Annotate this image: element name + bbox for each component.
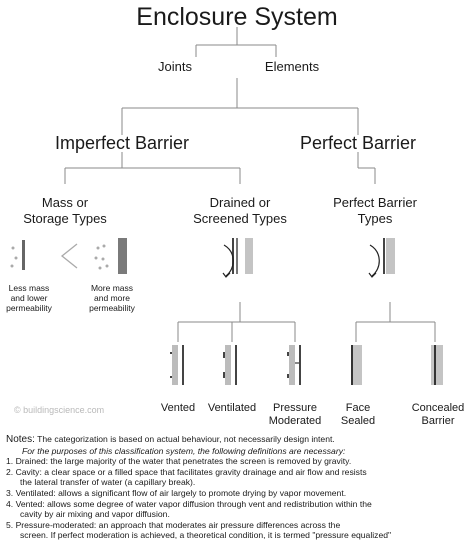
concealed-barrier-icon (431, 345, 443, 385)
notes-section: Notes: The categorization is based on ac… (6, 434, 470, 541)
mass-storage-illustration (10, 238, 127, 274)
ventilated-icon (223, 345, 237, 385)
perfect-barrier-illustration (368, 238, 395, 278)
drops-icon (10, 244, 109, 270)
note-item-line: 5. Pressure-moderated: an approach that … (6, 520, 470, 531)
less-mass-caption: Less mass and lower permeability (6, 283, 52, 313)
note-number: 4. (6, 498, 14, 509)
note-text: Drained: the large majority of the water… (15, 456, 352, 467)
joints-label: Joints (158, 59, 192, 74)
note-item-line: 4. Vented: allows some degree of water v… (6, 499, 470, 510)
perfect-barrier-heading: Perfect Barrier (299, 133, 417, 153)
perfect-barrier-types-heading: Perfect Barrier Types (333, 195, 417, 226)
drained-illustration (222, 238, 253, 278)
vented-label: Vented (160, 402, 196, 414)
less-than-icon (60, 243, 78, 269)
elements-label: Elements (264, 59, 320, 74)
thick-wall-icon (118, 238, 127, 274)
note-item-line: screen. If perfect moderation is achieve… (6, 530, 470, 541)
face-sealed-label: Face Sealed (340, 402, 376, 427)
imperfect-barrier-heading: Imperfect Barrier (54, 133, 190, 153)
face-sealed-icon (351, 345, 362, 385)
diagram-title: Enclosure System (136, 3, 338, 31)
vented-icon (170, 345, 184, 385)
watermark: © buildingscience.com (14, 405, 105, 415)
note-item-line: cavity by air mixing and vapor diffusion… (6, 509, 470, 520)
notes-label: Notes: (6, 434, 35, 445)
note-text: Vented: allows some degree of water vapo… (15, 498, 372, 509)
pressure-moderated-label: Pressure Moderated (268, 402, 322, 427)
drained-screened-types-heading: Drained or Screened Types (193, 195, 287, 226)
concealed-barrier-label: Concealed Barrier (411, 402, 465, 427)
thin-wall-icon (22, 240, 25, 270)
mass-storage-types-heading: Mass or Storage Types (23, 195, 107, 226)
ventilated-label: Ventilated (207, 402, 257, 414)
note-item-line: 3. Ventilated: allows a significant flow… (6, 488, 470, 499)
notes-list: 1. Drained: the large majority of the wa… (6, 456, 470, 541)
note-item-line: 1. Drained: the large majority of the wa… (6, 456, 470, 467)
note-text: Cavity: a clear space or a filled space … (15, 466, 367, 477)
note-text: the lateral transfer of water (a capilla… (20, 477, 196, 488)
note-item-line: 2. Cavity: a clear space or a filled spa… (6, 467, 470, 478)
note-text: screen. If perfect moderation is achieve… (20, 530, 392, 541)
more-mass-caption: More mass and more permeability (89, 283, 135, 313)
pressure-moderated-icon (287, 345, 301, 385)
note-number: 5. (6, 519, 14, 530)
note-text: cavity by air mixing and vapor diffusion… (20, 509, 170, 520)
note-number: 1. (6, 456, 14, 467)
note-number: 2. (6, 466, 14, 477)
note-text: Pressure-moderated: an approach that mod… (15, 519, 341, 530)
note-text: Ventilated: allows a significant flow of… (15, 487, 347, 498)
note-item-line: the lateral transfer of water (a capilla… (6, 477, 470, 488)
notes-intro-text: The categorization is based on actual be… (37, 434, 335, 444)
notes-intro: Notes: The categorization is based on ac… (6, 434, 470, 446)
notes-purpose: For the purposes of this classification … (22, 445, 346, 456)
note-number: 3. (6, 487, 14, 498)
